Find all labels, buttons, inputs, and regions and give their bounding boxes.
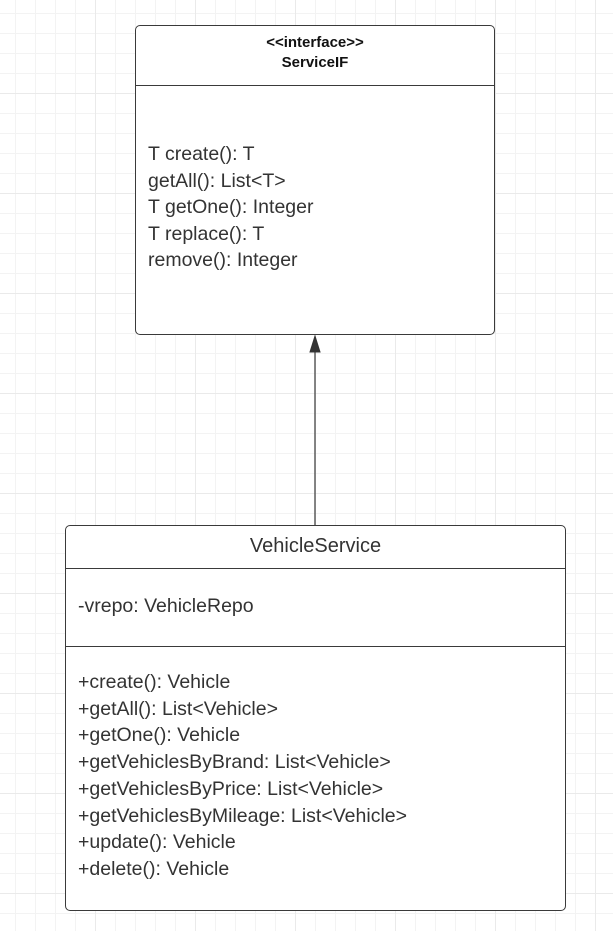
operation-getall: getAll(): List<T> <box>148 169 286 192</box>
operation-create: T create(): T <box>148 143 255 165</box>
arrow-head-icon <box>309 334 321 353</box>
operation-getvehiclesbybrand: +getVehiclesByBrand: List<Vehicle> <box>78 751 391 774</box>
operation-getvehiclesbyprice: +getVehiclesByPrice: List<Vehicle> <box>78 777 384 800</box>
class-name-vehicleservice: VehicleService <box>249 535 382 557</box>
class-header-serviceif: <<interface>> ServiceIF <box>136 26 494 86</box>
operation-getone: +getOne(): Vehicle <box>78 724 241 747</box>
operation-getall: +getAll(): List<Vehicle> <box>78 697 278 720</box>
class-name-serviceif: ServiceIF <box>281 54 349 71</box>
class-box-vehicleservice[interactable]: VehicleService -vrepo: VehicleRepo +crea… <box>65 525 566 911</box>
operation-delete: +delete(): Vehicle <box>78 857 230 880</box>
operation-replace: T replace(): T <box>148 222 265 245</box>
operations-section-vehicleservice: +create(): Vehicle +getAll(): List<Vehic… <box>66 647 565 883</box>
operation-update: +update(): Vehicle <box>78 831 236 854</box>
class-header-vehicleservice: VehicleService <box>66 526 565 569</box>
operations-section-serviceif: T create(): T getAll(): List<T> T getOne… <box>136 86 494 274</box>
attributes-section-vehicleservice: -vrepo: VehicleRepo <box>66 569 565 647</box>
operation-getone: T getOne(): Integer <box>148 196 314 218</box>
class-box-serviceif[interactable]: <<interface>> ServiceIF T create(): T ge… <box>135 25 495 335</box>
operation-create: +create(): Vehicle <box>78 671 231 693</box>
operation-getvehiclesbymileage: +getVehiclesByMileage: List<Vehicle> <box>78 804 408 827</box>
operation-remove: remove(): Integer <box>148 249 298 271</box>
attribute-vrepo: -vrepo: VehicleRepo <box>78 595 254 617</box>
interface-stereotype: <<interface>> <box>266 34 364 51</box>
